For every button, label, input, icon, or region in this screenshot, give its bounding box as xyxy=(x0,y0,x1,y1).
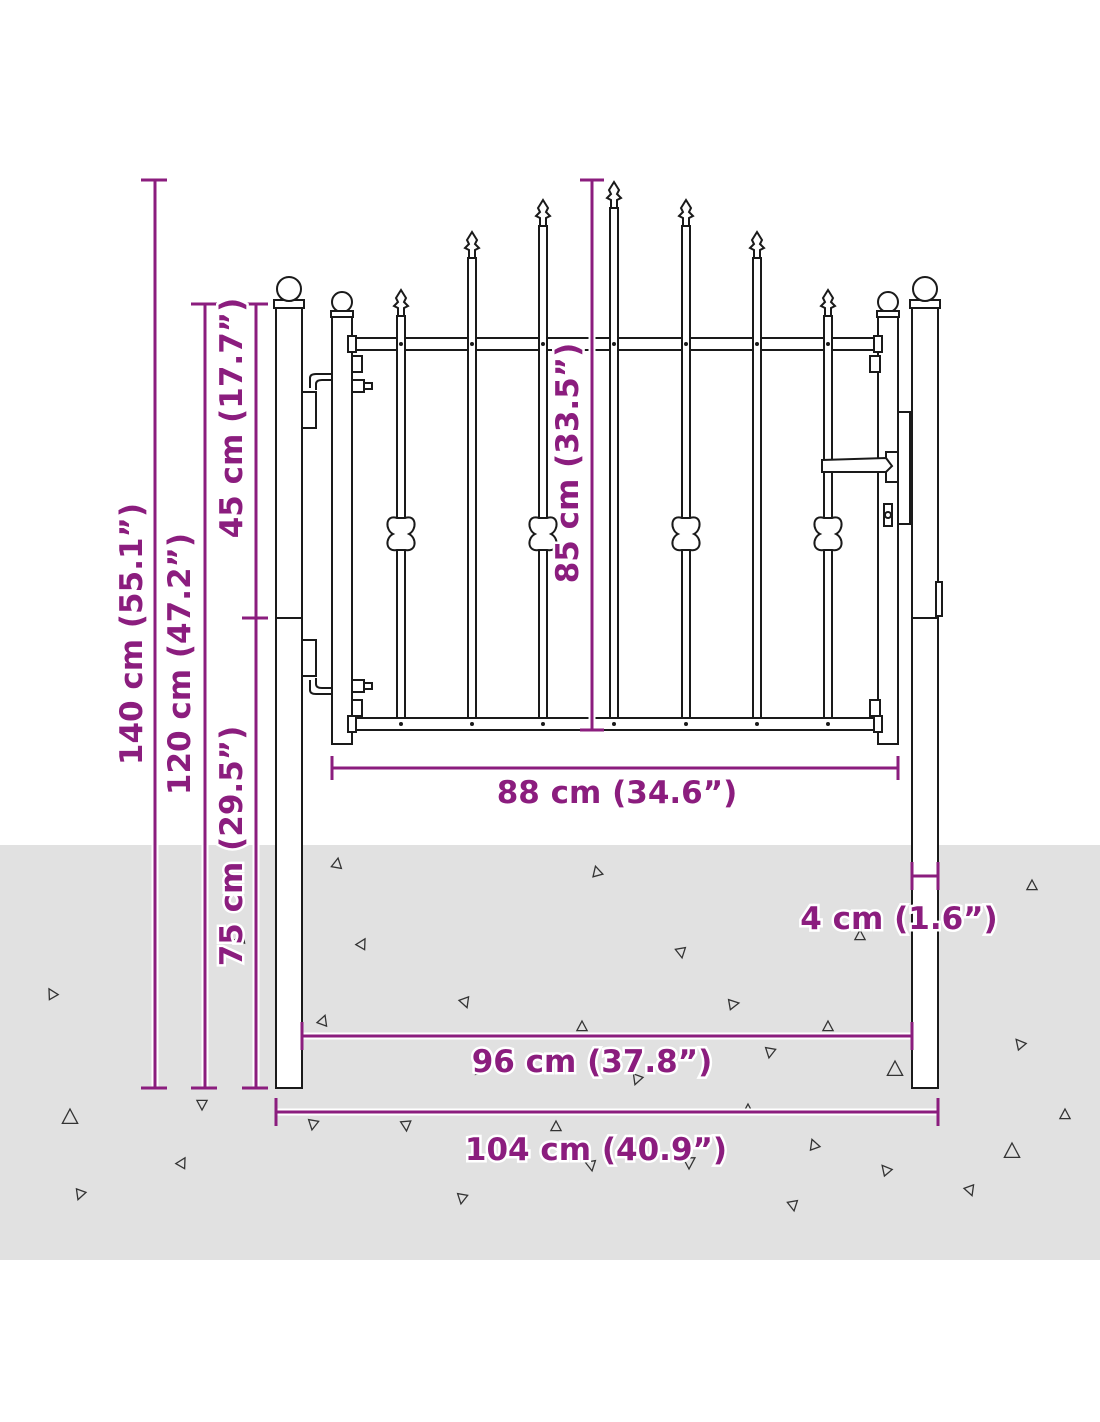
label-total-width: 104 cm (40.9”) xyxy=(465,1132,727,1168)
spear-finial-icon xyxy=(392,288,410,317)
scroll-ornament xyxy=(386,516,416,552)
pickets xyxy=(386,180,843,726)
right-post xyxy=(909,276,943,1089)
scroll-ornament xyxy=(671,516,701,552)
scroll-ornament xyxy=(528,516,558,552)
gate-stile-left xyxy=(331,313,353,745)
spear-finial-icon xyxy=(605,180,623,209)
ball-finial-icon xyxy=(912,276,938,302)
left-post xyxy=(273,276,305,1089)
picket xyxy=(813,288,843,726)
hinge-icon xyxy=(301,373,338,429)
label-total-height: 140 cm (55.1”) xyxy=(114,503,150,765)
picket xyxy=(748,230,766,726)
spear-finial-icon xyxy=(534,198,552,227)
picket xyxy=(605,180,623,726)
picket xyxy=(528,198,558,726)
gate-drawing xyxy=(273,180,943,1089)
gate-stile-right xyxy=(877,313,899,745)
spear-finial-icon xyxy=(748,230,766,259)
spear-finial-icon xyxy=(677,198,695,227)
picket xyxy=(386,288,416,726)
label-lower-section: 75 cm (29.5”) xyxy=(214,726,250,967)
label-upper-section: 45 cm (17.7”) xyxy=(214,298,250,539)
label-gate-height: 120 cm (47.2”) xyxy=(162,533,198,795)
picket xyxy=(463,230,481,726)
picket xyxy=(671,198,701,726)
spear-finial-icon xyxy=(819,288,837,317)
ball-finial-icon xyxy=(331,291,353,313)
scroll-ornament xyxy=(813,516,843,552)
label-gate-width: 88 cm (34.6”) xyxy=(497,775,738,811)
ball-finial-icon xyxy=(877,291,899,313)
label-post-width: 4 cm (1.6”) xyxy=(800,901,997,937)
label-panel-height: 85 cm (33.5”) xyxy=(550,343,586,584)
ball-finial-icon xyxy=(276,276,302,302)
hinge-icon xyxy=(301,639,338,695)
lock-cylinder-icon xyxy=(883,503,893,527)
label-opening-width: 96 cm (37.8”) xyxy=(472,1044,713,1080)
dimension-lines xyxy=(141,178,940,1126)
spear-finial-icon xyxy=(463,230,481,259)
lever-handle-icon xyxy=(821,456,894,473)
latch-plate xyxy=(897,411,911,525)
